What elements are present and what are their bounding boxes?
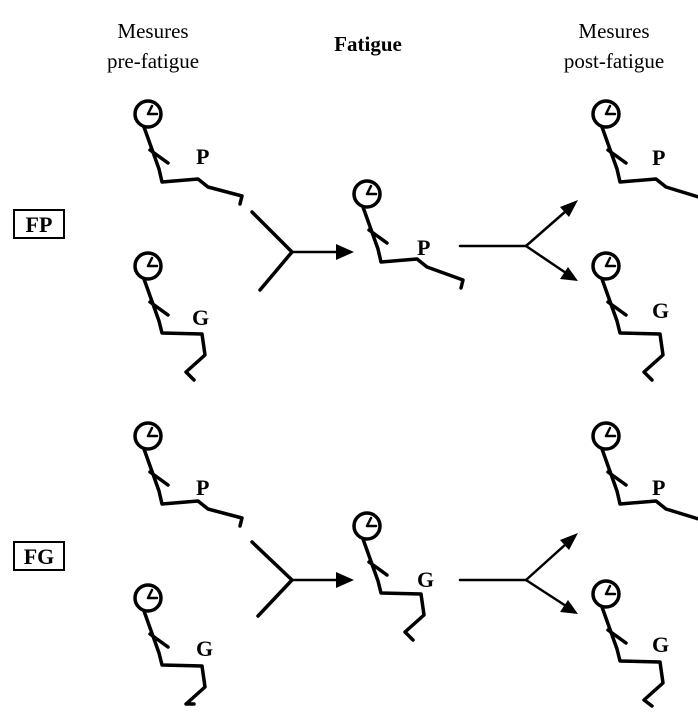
figure-fatigue-fp: P [352,179,465,290]
group-label-fp-text: FP [26,212,53,237]
split-arrow-fp [458,200,578,281]
header-fatigue: Fatigue [334,32,402,56]
position-label: P [196,475,209,500]
figure-pre-fp-p: P [133,99,244,206]
header-pre-line1: Mesures [117,19,188,43]
position-label: P [417,235,430,260]
position-label: G [652,298,669,323]
merge-arrow-fg [250,540,354,618]
figure-post-fg-p: P [591,421,698,521]
figure-fatigue-fg: G [352,511,434,642]
figure-pre-fp-g: G [133,251,209,382]
figure-post-fg-g: G [591,579,669,708]
header-pre-line2: pre-fatigue [107,49,199,73]
group-label-fp: FP [13,209,65,239]
split-arrow-fg [458,533,578,614]
figure-pre-fg-g: G [133,583,213,706]
position-label: P [652,145,665,170]
figure-post-fp-p: P [591,99,698,199]
header-post-line2: post-fatigue [564,49,664,73]
figure-pre-fg-p: P [133,421,244,528]
header-post-line1: Mesures [578,19,649,43]
position-label: P [196,144,209,169]
position-label: P [652,475,665,500]
position-label: G [417,567,434,592]
position-label: G [192,305,209,330]
position-label: G [652,632,669,657]
position-label: G [196,636,213,661]
merge-arrow-fp [250,210,354,292]
figure-post-fp-g: G [591,251,669,382]
group-label-fg: FG [13,541,65,571]
group-label-fg-text: FG [24,544,55,569]
